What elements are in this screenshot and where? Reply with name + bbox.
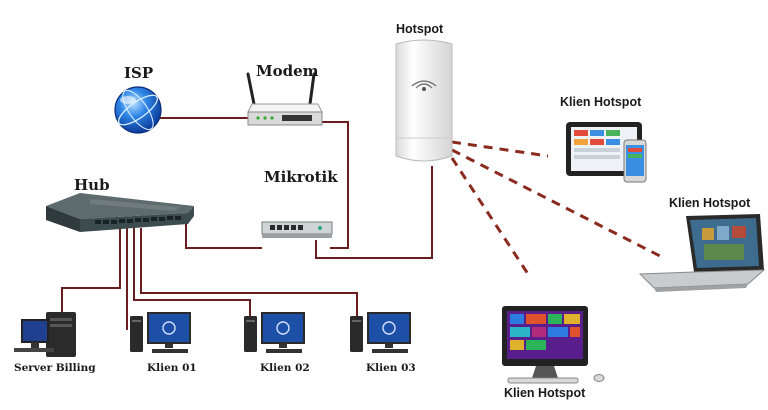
wired-links (61, 117, 433, 330)
wireless-links (450, 140, 661, 275)
hub-label: Hub (74, 176, 110, 194)
wireless-link-laptop (451, 148, 661, 258)
wireless-link-tablet (451, 140, 549, 158)
desktop-pc-icon-klien-02 (244, 312, 305, 353)
access-point-icon (395, 39, 453, 162)
switch-icon (46, 193, 194, 232)
router-board-icon (261, 221, 333, 238)
wireless-link-monitor (450, 157, 530, 275)
klien-hotspot-tablet-label: Klien Hotspot (560, 95, 642, 109)
globe-icon (114, 86, 162, 134)
modem-label: Modem (256, 62, 319, 80)
all-in-one-pc-icon (502, 306, 605, 384)
server-pc-icon (14, 312, 76, 357)
link-hub-klien03 (140, 228, 358, 320)
tablet-phone-icon (566, 122, 647, 183)
laptop-icon (638, 214, 766, 292)
desktop-pc-icon-klien-01 (130, 312, 191, 353)
link-hub-klien02 (133, 228, 251, 320)
link-modem-mikrotik (318, 121, 349, 249)
hotspot-label: Hotspot (396, 22, 444, 36)
link-hub-mikrotik (185, 222, 262, 249)
router-icon (246, 72, 323, 126)
klien-hotspot-monitor-label: Klien Hotspot (504, 386, 586, 400)
server-billing-label: Server Billing (14, 362, 96, 374)
isp-label: ISP (124, 64, 154, 82)
mikrotik-label: Mikrotik (264, 168, 338, 186)
klien-03-label: Klien 03 (366, 362, 416, 374)
link-mikrotik-hotspot (315, 166, 433, 259)
klien-01-label: Klien 01 (147, 362, 197, 374)
klien-02-label: Klien 02 (260, 362, 310, 374)
desktop-pc-icon-klien-03 (350, 312, 411, 353)
link-hub-server (61, 226, 121, 313)
klien-hotspot-laptop-label: Klien Hotspot (669, 196, 751, 210)
